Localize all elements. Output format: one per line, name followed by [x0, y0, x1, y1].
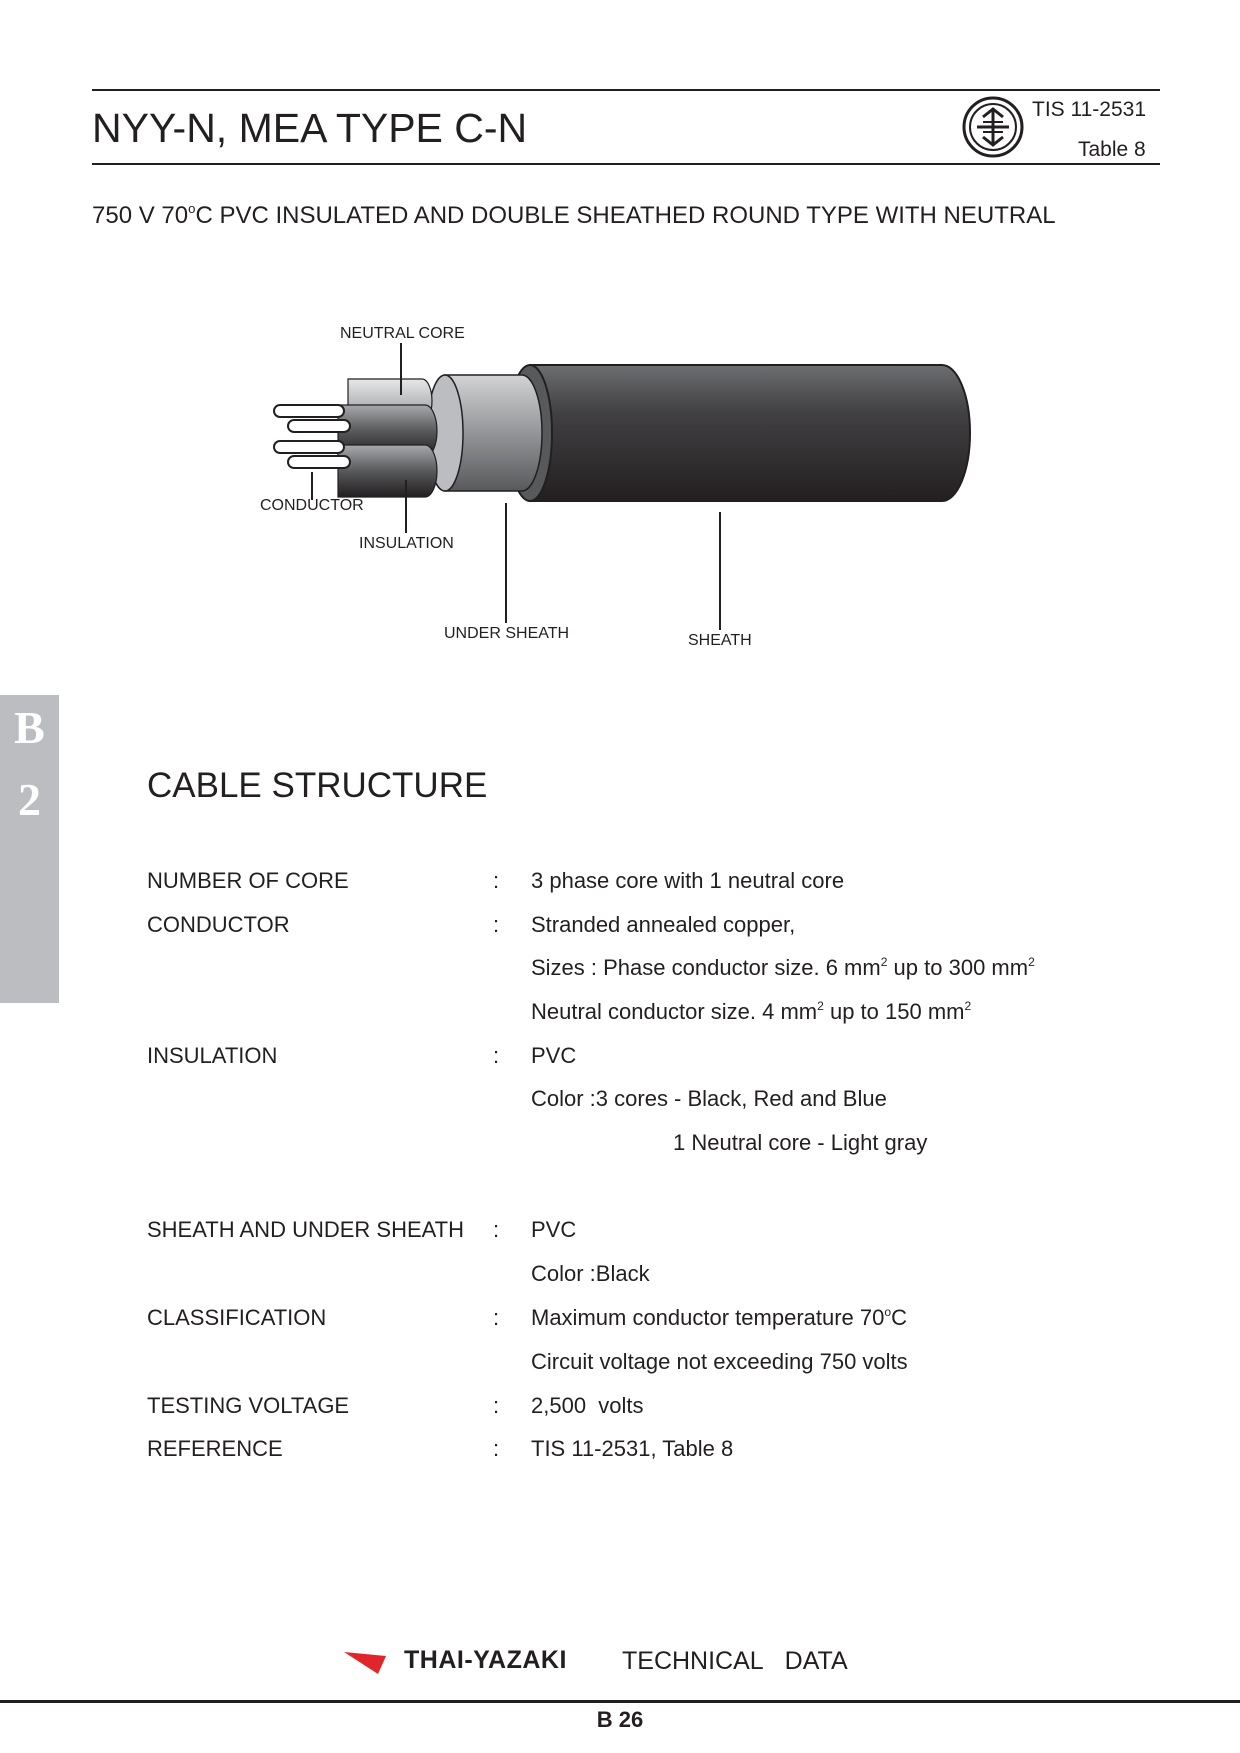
- label-conductor: CONDUCTOR: [260, 497, 364, 514]
- spec-value: PVC: [531, 1043, 577, 1068]
- cable-diagram: NEUTRAL CORE CONDUCTOR INSULATION UNDER …: [230, 325, 990, 665]
- section-side-tab: B 2: [0, 695, 59, 1003]
- spec-row-testing-voltage: TESTING VOLTAGE : 2,500 volts: [147, 1391, 1147, 1421]
- spec-value: Sizes : Phase conductor size. 6 mm2 up t…: [531, 954, 1035, 980]
- spec-row-classification: CLASSIFICATION : Maximum conductor tempe…: [147, 1303, 1147, 1333]
- spec-label: INSULATION: [147, 1043, 278, 1068]
- spec-value: 3 phase core with 1 neutral core: [531, 868, 845, 893]
- spec-colon: :: [493, 868, 500, 893]
- cable-illustration: [273, 343, 971, 630]
- spec-row-reference: REFERENCE : TIS 11-2531, Table 8: [147, 1434, 1147, 1464]
- label-under-sheath: UNDER SHEATH: [444, 625, 570, 642]
- spec-colon: :: [493, 1305, 500, 1330]
- spec-label: CONDUCTOR: [147, 912, 290, 937]
- standard-number: TIS 11-2531: [1032, 98, 1147, 121]
- header-bottom-rule: [92, 163, 1160, 165]
- side-tab-number: 2: [18, 774, 41, 825]
- brand-name: THAI-YAZAKI: [404, 1646, 567, 1674]
- label-sheath: SHEATH: [688, 632, 752, 649]
- spec-value: Color :3 cores - Black, Red and Blue: [531, 1086, 887, 1111]
- spec-label: REFERENCE: [147, 1436, 283, 1461]
- page-number: B 26: [596, 1707, 644, 1732]
- spec-label: CLASSIFICATION: [147, 1305, 327, 1330]
- spec-colon: :: [493, 1217, 500, 1242]
- spec-row-insulation-color: Color :3 cores - Black, Red and Blue: [147, 1084, 1147, 1114]
- page-title: NYY-N, MEA TYPE C-N: [92, 105, 528, 151]
- spec-row-conductor-sizes: Sizes : Phase conductor size. 6 mm2 up t…: [147, 953, 1147, 983]
- tis-certification-icon: [962, 96, 1024, 158]
- standard-table: Table 8: [1078, 138, 1146, 161]
- spec-value: 2,500 volts: [531, 1393, 644, 1418]
- footer-rule: [0, 1700, 1240, 1703]
- spec-row-conductor: CONDUCTOR : Stranded annealed copper,: [147, 910, 1147, 940]
- spec-value: Neutral conductor size. 4 mm2 up to 150 …: [531, 998, 972, 1024]
- spec-row-sheath: SHEATH AND UNDER SHEATH : PVC: [147, 1215, 1147, 1245]
- spec-value: Stranded annealed copper,: [531, 912, 796, 937]
- spec-colon: :: [493, 1436, 500, 1461]
- spec-row-conductor-neutral: Neutral conductor size. 4 mm2 up to 150 …: [147, 997, 1147, 1027]
- spec-value: 1 Neutral core - Light gray: [673, 1130, 928, 1155]
- spec-value: PVC: [531, 1217, 577, 1242]
- spec-value: TIS 11-2531, Table 8: [531, 1436, 734, 1461]
- label-insulation: INSULATION: [359, 535, 454, 552]
- brand-tagline: TECHNICAL DATA: [622, 1647, 848, 1675]
- spec-colon: :: [493, 1393, 500, 1418]
- spec-row-insulation: INSULATION : PVC: [147, 1041, 1147, 1071]
- spec-value: Circuit voltage not exceeding 750 volts: [531, 1349, 908, 1374]
- spec-row-classification-voltage: Circuit voltage not exceeding 750 volts: [147, 1347, 1147, 1377]
- spec-value: Color :Black: [531, 1261, 650, 1286]
- footer-brand: THAI-YAZAKI TECHNICAL DATA: [344, 1646, 864, 1680]
- spec-value: Maximum conductor temperature 70oC: [531, 1304, 907, 1330]
- label-neutral-core: NEUTRAL CORE: [340, 325, 465, 342]
- spec-label: SHEATH AND UNDER SHEATH: [147, 1217, 465, 1242]
- section-title: CABLE STRUCTURE: [147, 766, 488, 805]
- spec-row-number-of-core: NUMBER OF CORE : 3 phase core with 1 neu…: [147, 866, 1147, 896]
- spec-colon: :: [493, 1043, 500, 1068]
- brand-mark-icon: [344, 1652, 386, 1674]
- cable-subtitle: 750 V 70oC PVC INSULATED AND DOUBLE SHEA…: [92, 201, 1056, 229]
- spec-colon: :: [493, 912, 500, 937]
- spec-row-sheath-color: Color :Black: [147, 1259, 1147, 1289]
- spec-label: TESTING VOLTAGE: [147, 1393, 350, 1418]
- side-tab-letter: B: [14, 702, 45, 753]
- spec-row-insulation-neutral: 1 Neutral core - Light gray: [147, 1128, 1147, 1158]
- header-top-rule: [92, 89, 1160, 91]
- spec-label: NUMBER OF CORE: [147, 868, 349, 893]
